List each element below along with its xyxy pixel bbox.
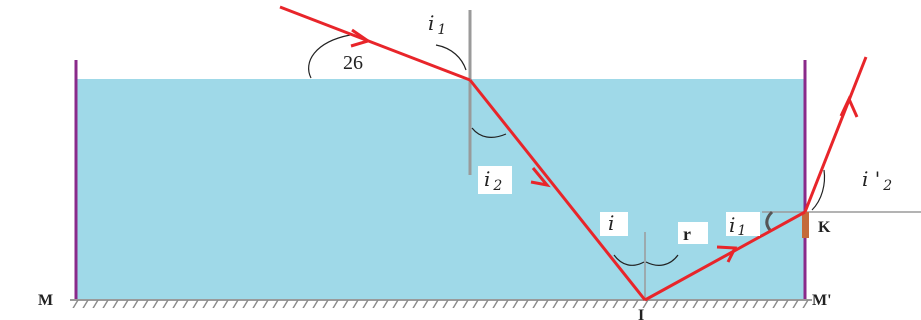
angle-arc-i2 <box>471 127 507 138</box>
arrow-emergent <box>839 95 859 118</box>
label-box-i1-exit <box>726 212 760 236</box>
mirror-label-left: M <box>38 292 53 309</box>
label-box-r <box>678 222 708 244</box>
label-box-26 <box>338 50 378 74</box>
angle-label-r: r <box>683 224 691 244</box>
angle-label-i1-exit-sub: 1 <box>737 223 746 239</box>
arrow-reflected <box>716 245 738 263</box>
point-label-i: I <box>638 307 644 320</box>
emergent-ray <box>803 56 868 213</box>
arrow-incident <box>350 28 372 48</box>
arrow-refracted <box>530 167 551 188</box>
angle-arc-i2-prime <box>811 169 826 211</box>
angle-label-i-mirror: i <box>608 211 614 235</box>
angle-arc-26 <box>308 34 351 79</box>
mirror-hatching <box>70 300 812 308</box>
incident-ray <box>279 5 471 82</box>
angle-label-i2-prime-sub: 2 <box>882 178 892 194</box>
angle-arc-r-mirror <box>645 254 679 266</box>
angle-label-i2-prime: i '2 <box>862 167 892 194</box>
water-region <box>76 79 805 299</box>
refracted-ray <box>468 79 647 301</box>
angle-arc-i1 <box>435 44 467 71</box>
angle-label-i1-sub: 1 <box>437 22 446 38</box>
angle-label-26: 26 <box>343 52 363 74</box>
reflected-ray <box>644 210 806 302</box>
angle-arc-i1-exit <box>765 210 774 231</box>
exit-point-marker <box>802 212 809 238</box>
label-box-i-mirror <box>600 212 628 236</box>
mirror-label-right: M' <box>812 292 832 309</box>
angle-label-i2-sub: 2 <box>492 178 502 194</box>
angle-arc-i-mirror <box>613 254 645 266</box>
label-box-i2 <box>478 166 512 194</box>
point-label-k: K <box>818 219 831 236</box>
